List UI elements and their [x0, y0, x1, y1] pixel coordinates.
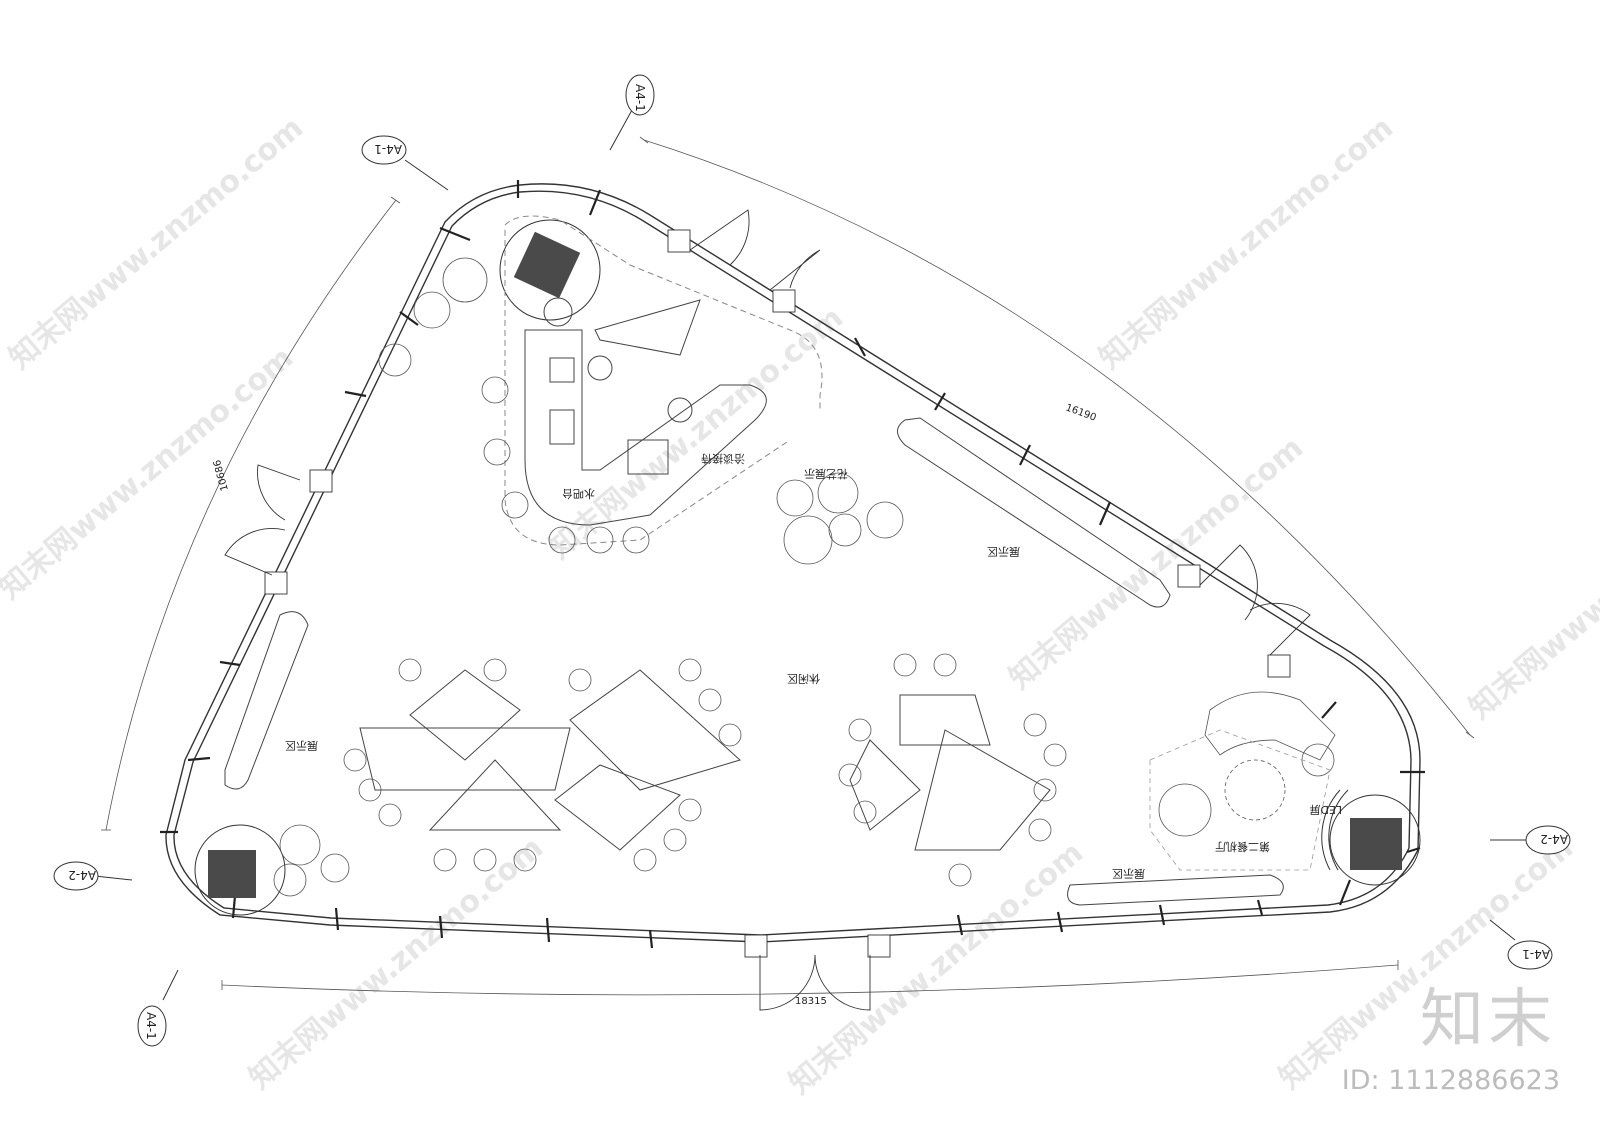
section-marker-label: A4-1: [633, 84, 647, 112]
section-marker-label: A4-2: [1540, 832, 1568, 846]
watermark: 知末网www.znzmo.com: [1003, 430, 1310, 696]
dimension-label-left: 10686: [212, 458, 231, 492]
zone-label-flower-display: 花艺展示: [804, 467, 848, 480]
zone-label-display-bottom: 展示区: [1112, 867, 1145, 880]
zone-label-display-left: 展示区: [285, 739, 318, 752]
watermark: 知末网www.znzmo.com: [0, 340, 300, 606]
image-id-label: ID: 1112886623: [1341, 1065, 1560, 1096]
zone-label-reception: 洽谈接待: [701, 452, 745, 466]
rest-area-tables: [359, 669, 1051, 851]
wall-columns: [160, 180, 1425, 949]
corner-columns: [194, 219, 1421, 916]
section-marker-label: A4-2: [68, 868, 96, 882]
lounge-area: [1149, 691, 1336, 871]
watermark: 知末网www.znzmo.com: [543, 300, 850, 566]
zone-label-second-fab: 第二餐机厅: [1215, 840, 1270, 854]
watermark: 知末网www.znzmo.com: [243, 830, 550, 1096]
display-cabinets: [224, 417, 1284, 906]
rest-area-chairs: [343, 653, 1067, 887]
zone-label-led: LED屏: [1309, 803, 1342, 816]
zone-label-bar-counter: 水吧台: [562, 487, 595, 501]
dimension-lines: [101, 136, 1475, 996]
doors: [224, 209, 1311, 1011]
section-marker-label: A4-1: [374, 142, 402, 156]
brand-logo: 知末: [1420, 983, 1556, 1057]
dimension-label-bottom: 18315: [795, 996, 827, 1007]
bar-counter: [504, 215, 823, 546]
watermark: 知末网www.znzmo.com: [1463, 460, 1600, 726]
exterior-wall: [165, 183, 1421, 943]
section-marker-label: A4-1: [144, 1012, 158, 1040]
dimension-label-right: 16190: [1064, 402, 1098, 423]
section-marker-label: A4-1: [1522, 947, 1550, 961]
flower-display-plants: [273, 257, 904, 897]
watermark: 知末网www.znzmo.com: [1093, 110, 1400, 376]
watermark: 知末网www.znzmo.com: [3, 110, 310, 376]
zone-label-rest: 休闲区: [787, 672, 820, 686]
zone-label-display-right: 展示区: [987, 545, 1020, 558]
section-markers: [53, 74, 1571, 1047]
bar-stools: [481, 376, 650, 554]
watermark: 知末网www.znzmo.com: [783, 835, 1090, 1101]
